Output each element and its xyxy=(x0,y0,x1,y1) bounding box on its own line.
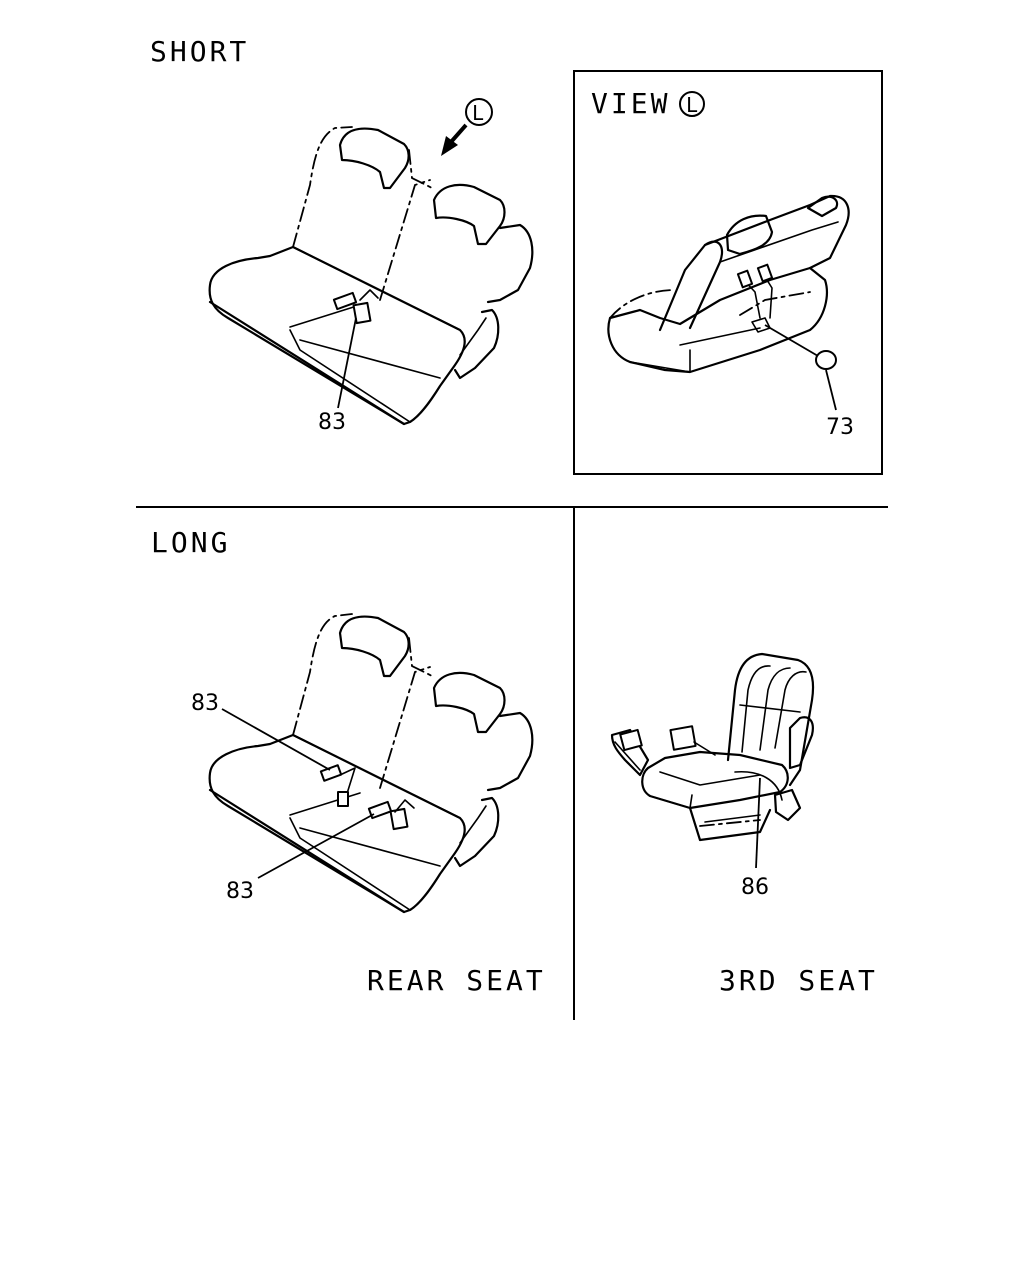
view-arrow: L xyxy=(441,98,493,156)
callout-73: 73 xyxy=(826,415,854,440)
third-seat-drawing xyxy=(610,652,815,842)
svg-text:L: L xyxy=(686,93,698,117)
leader-83-long-upper xyxy=(221,708,331,771)
long-rear-seat-drawing xyxy=(208,613,534,914)
callout-86: 86 xyxy=(741,875,769,900)
view-l-seat-drawing xyxy=(607,194,850,374)
leader-73 xyxy=(764,324,819,357)
view-l-frame xyxy=(573,70,883,475)
third-seat-label: 3RD SEAT xyxy=(719,964,878,997)
leader-73b xyxy=(825,369,837,411)
callout-83-long-lower: 83 xyxy=(226,879,254,904)
callout-83-long-upper: 83 xyxy=(191,691,219,716)
rear-seat-label: REAR SEAT xyxy=(367,964,546,997)
leader-83-short xyxy=(337,317,357,409)
short-rear-seat-drawing: L xyxy=(208,98,534,426)
short-label: SHORT xyxy=(150,35,249,68)
long-label: LONG xyxy=(151,526,230,559)
callout-83-short: 83 xyxy=(318,410,346,435)
leader-86 xyxy=(755,777,761,869)
svg-text:L: L xyxy=(472,101,484,125)
view-label: VIEW xyxy=(591,87,670,120)
leader-83-long-lower xyxy=(257,813,375,879)
view-letter-circle: L xyxy=(679,91,705,117)
